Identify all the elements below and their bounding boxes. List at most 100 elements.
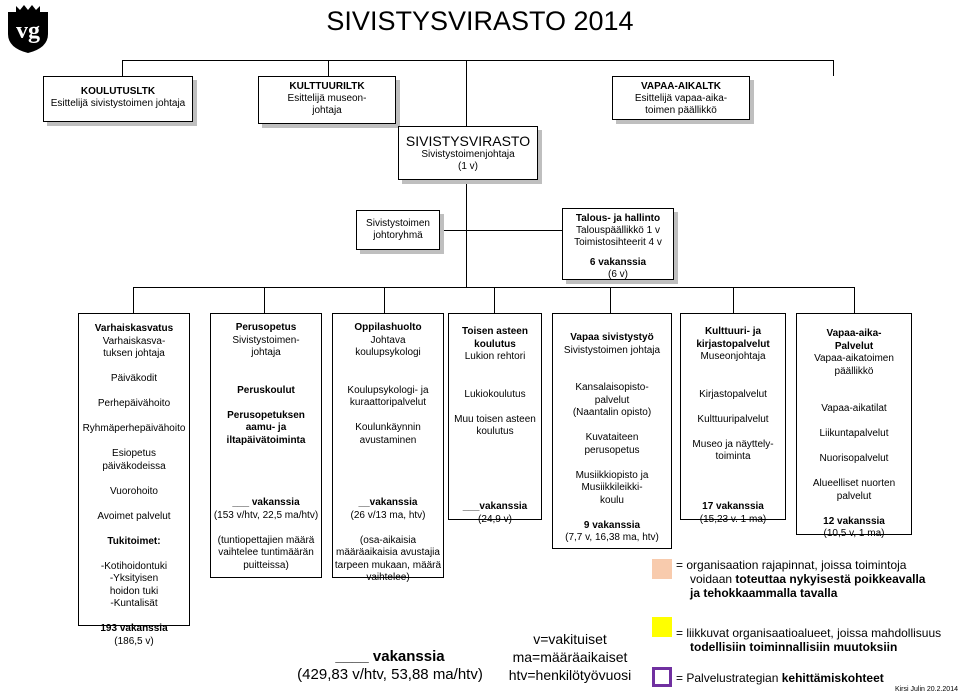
column-line: (tuntiopettajien määrä [217, 534, 315, 546]
column-line: vaihtelee tuntimäärän [218, 547, 314, 558]
koulutus-title: KOULUTUSLTK [80, 86, 156, 97]
column-line [211, 447, 321, 460]
column-line: 12 vakanssia [823, 515, 885, 527]
column-line: ___vakanssia [462, 501, 528, 512]
connector [466, 180, 467, 287]
column-line: -Yksityisen [109, 573, 159, 584]
column-line: Peruskoulut [237, 384, 295, 396]
column-line: palvelut [594, 394, 630, 406]
column-line [79, 611, 189, 624]
column-line [449, 439, 541, 452]
column-line [211, 485, 321, 498]
column-line [681, 489, 785, 502]
johtoryhma-line-2: johtoryhmä [373, 230, 423, 241]
kulttuuri-title: KULTTUURILTK [289, 81, 365, 92]
johtoryhma-line-1: Sivistystoimen [366, 218, 430, 229]
column-line [797, 416, 911, 429]
column-line [449, 489, 541, 502]
connector [122, 60, 833, 61]
column-line [79, 523, 189, 536]
talous-line-2: Toimistosihteerit 4 v [574, 237, 662, 248]
legend-peach-line2-plain: voidaan [690, 572, 736, 586]
column-line: toiminta [715, 451, 751, 462]
logo: vg [6, 4, 50, 54]
column-line: -Kuntalisät [110, 598, 158, 609]
column-line [553, 370, 671, 383]
column-line: Vapaa-aikatilat [821, 403, 887, 414]
column-line: Sivistystoimen- [232, 334, 300, 346]
legend-peach-line2-bold: toteuttaa nykyisestä poikkeavalla [735, 572, 926, 586]
column-line: (24,9 v) [478, 513, 512, 525]
column-line: Perhepäivähoito [97, 398, 171, 409]
column-line: Toisen asteen [462, 326, 528, 337]
column-line [211, 372, 321, 385]
column-line: (10,5 v, 1 ma) [823, 528, 885, 539]
column-line: aamu- ja [245, 422, 287, 433]
column-line [553, 357, 671, 370]
kulttuuri-presenter-1: Esittelijä museon- [287, 93, 367, 104]
column-line: (osa-aikaisia [359, 534, 417, 546]
connector [122, 60, 123, 76]
column-line: koulupsykologi [355, 347, 421, 358]
column-line: (186,5 v) [114, 635, 154, 647]
column-line [681, 426, 785, 439]
column-line [79, 548, 189, 561]
total-vakanssia: ____ vakanssia [335, 648, 445, 665]
column-line [211, 460, 321, 473]
column-line: (15,23 v. 1 ma) [699, 513, 767, 525]
legend-purple-bold: kehittämiskohteet [781, 671, 884, 685]
legend-peach-prefix: = [676, 558, 687, 572]
column-line: Lukion rehtori [464, 351, 526, 362]
column-line: Oppilashuolto [354, 322, 422, 333]
legend-yellow-prefix: = [676, 626, 687, 640]
connector [438, 230, 562, 231]
legend-peach-text: = organisaation rajapinnat, joissa toimi… [676, 558, 960, 600]
column-line: (26 v/13 ma, htv) [350, 509, 426, 521]
column-line [449, 364, 541, 377]
kulttuuri-presenter-2: johtaja [312, 105, 342, 116]
talous-line-1: Talouspäällikkö 1 v [576, 225, 660, 236]
legend-purple-plain: Palvelustrategian [686, 671, 782, 685]
column-line: Nuorisopalvelut [819, 453, 889, 464]
column-line: vaihtelee) [366, 572, 410, 583]
talous-spacer [563, 249, 673, 257]
column-line: (153 v/htv, 22,5 ma/htv) [213, 509, 319, 521]
column-line: Musiikkiopisto ja [575, 469, 649, 481]
column-line: puitteissa) [243, 559, 289, 571]
column-line: Kuvataiteen [585, 432, 639, 443]
column-line [449, 464, 541, 477]
column-line: Palvelut [834, 340, 874, 352]
column-line: Museo ja näyttely- [692, 438, 774, 450]
column-line: Johtava [370, 334, 406, 346]
connector [610, 287, 611, 313]
column-line [333, 372, 443, 385]
column-line: Perusopetuksen [227, 409, 305, 421]
column-line: koulutus [476, 426, 514, 437]
column-line: avustaminen [359, 434, 417, 446]
legend-yellow-line1: liikkuvat organisaatioalueet, joissa mah… [686, 626, 942, 640]
column-line: Perusopetus [235, 322, 297, 333]
column-line [797, 466, 911, 479]
column-line [333, 360, 443, 373]
column-line: iltapäivätoiminta [226, 434, 306, 446]
column-line: -Kotihoidontuki [100, 560, 168, 572]
column-line: Varhaiskasvatus [94, 323, 174, 334]
column-line: tuksen johtaja [103, 348, 165, 359]
abbrev-htv: htv=henkilötyövuosi [508, 667, 632, 683]
vapaa-title: VAPAA-AIKALTK [641, 81, 721, 92]
talous-title: Talous- ja hallinto [575, 213, 661, 224]
talous-hallinto-box: Talous- ja hallinto Talouspäällikkö 1 v … [562, 208, 674, 280]
column-line [333, 472, 443, 485]
column-line [79, 386, 189, 399]
column-line: koulutus [474, 338, 516, 350]
column-line [211, 397, 321, 410]
column-line [797, 378, 911, 391]
connector [466, 60, 467, 126]
abbrev-ma: ma=määräaikaiset [512, 649, 628, 665]
column-line: päällikkö [834, 365, 874, 377]
column-line: ___ vakanssia [232, 497, 300, 508]
column-line [449, 476, 541, 489]
legend-peach-line3: ja tehokkaammalla tavalla [690, 586, 838, 600]
